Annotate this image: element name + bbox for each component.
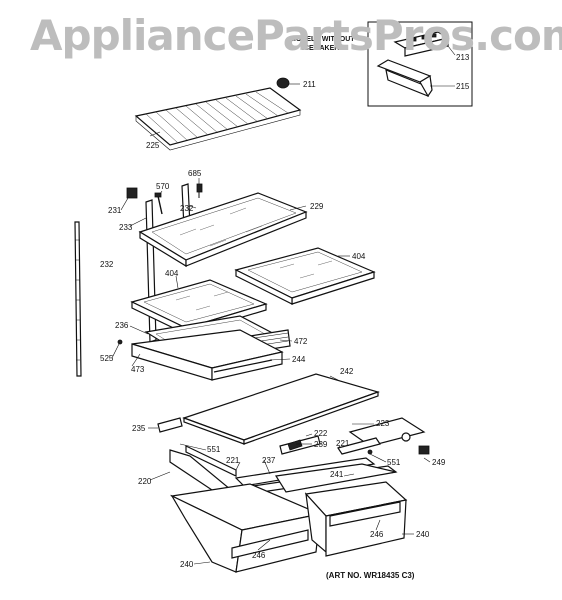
- callout-246-left: 246: [252, 551, 266, 560]
- inset-box: [367, 21, 473, 107]
- screw-part-2: [154, 192, 163, 215]
- callout-246-right: 246: [370, 530, 384, 539]
- callout-551-right: 551: [387, 458, 401, 467]
- screw-part: [196, 183, 203, 198]
- crisper-cover-frame: [234, 457, 398, 495]
- callout-221-left: 221: [226, 456, 240, 465]
- stop-part: [126, 187, 138, 199]
- callout-236: 236: [115, 321, 129, 330]
- callout-551-left: 551: [207, 445, 221, 454]
- cover-clip-part: [157, 417, 183, 433]
- left-cover-rail: [185, 445, 237, 477]
- callout-220: 220: [138, 477, 152, 486]
- shelf-cap-part: [276, 77, 300, 89]
- callout-240-right: 240: [416, 530, 430, 539]
- roller-part: [367, 445, 430, 455]
- callout-231: 231: [108, 206, 122, 215]
- watermark: AppliancePartsPros.com: [30, 11, 562, 60]
- callout-242: 242: [340, 367, 354, 376]
- callout-685: 685: [188, 169, 202, 178]
- callout-404-left: 404: [165, 269, 179, 278]
- callout-213: 213: [456, 53, 470, 62]
- callout-232-upper: 232: [180, 204, 194, 213]
- top-glass-shelf: [138, 192, 308, 268]
- wire-shelf: [134, 87, 302, 151]
- callout-249: 249: [432, 458, 446, 467]
- callout-232-rail: 232: [100, 260, 114, 269]
- left-crisper-pan: [170, 483, 322, 573]
- callout-215: 215: [456, 82, 470, 91]
- callout-222: 222: [314, 429, 328, 438]
- callout-240-left: 240: [180, 560, 194, 569]
- callout-570: 570: [156, 182, 170, 191]
- callout-235: 235: [132, 424, 146, 433]
- small-clip-part: [117, 339, 123, 345]
- leader-lines: [111, 131, 431, 565]
- callout-223: 223: [376, 419, 390, 428]
- divider-support-part: [279, 435, 321, 455]
- right-crisper-pan: [304, 481, 408, 557]
- callout-472: 472: [294, 337, 308, 346]
- right-glass-shelf: [234, 247, 376, 305]
- side-rail: [74, 221, 82, 377]
- inset-label-line1: MODELS WITHOUT: [290, 36, 355, 43]
- callout-525: 525: [100, 354, 114, 363]
- bin-part: [376, 59, 433, 98]
- callout-244: 244: [292, 355, 306, 364]
- callout-211: 211: [303, 80, 316, 89]
- callout-233: 233: [119, 223, 133, 232]
- callout-241: 241: [330, 470, 344, 479]
- callout-239: 239: [314, 440, 328, 449]
- art-number: (ART NO. WR18435 C3): [326, 571, 415, 580]
- callout-229: 229: [310, 202, 324, 211]
- right-pan-bracket: [337, 437, 381, 455]
- callout-221-right: 221: [336, 439, 350, 448]
- callout-473: 473: [131, 365, 145, 374]
- callout-237: 237: [262, 456, 276, 465]
- callout-labels: 211 213 215 225 685 570 231 232 233 229 …: [100, 53, 470, 569]
- crisper-glass-shelf: [182, 373, 380, 445]
- inset-label-line2: ICEMAKER: [302, 45, 339, 52]
- icemaker-mount-part: [393, 31, 450, 57]
- callout-404-right: 404: [352, 252, 366, 261]
- meat-pan-drawer: [131, 329, 284, 381]
- callout-225: 225: [146, 141, 160, 150]
